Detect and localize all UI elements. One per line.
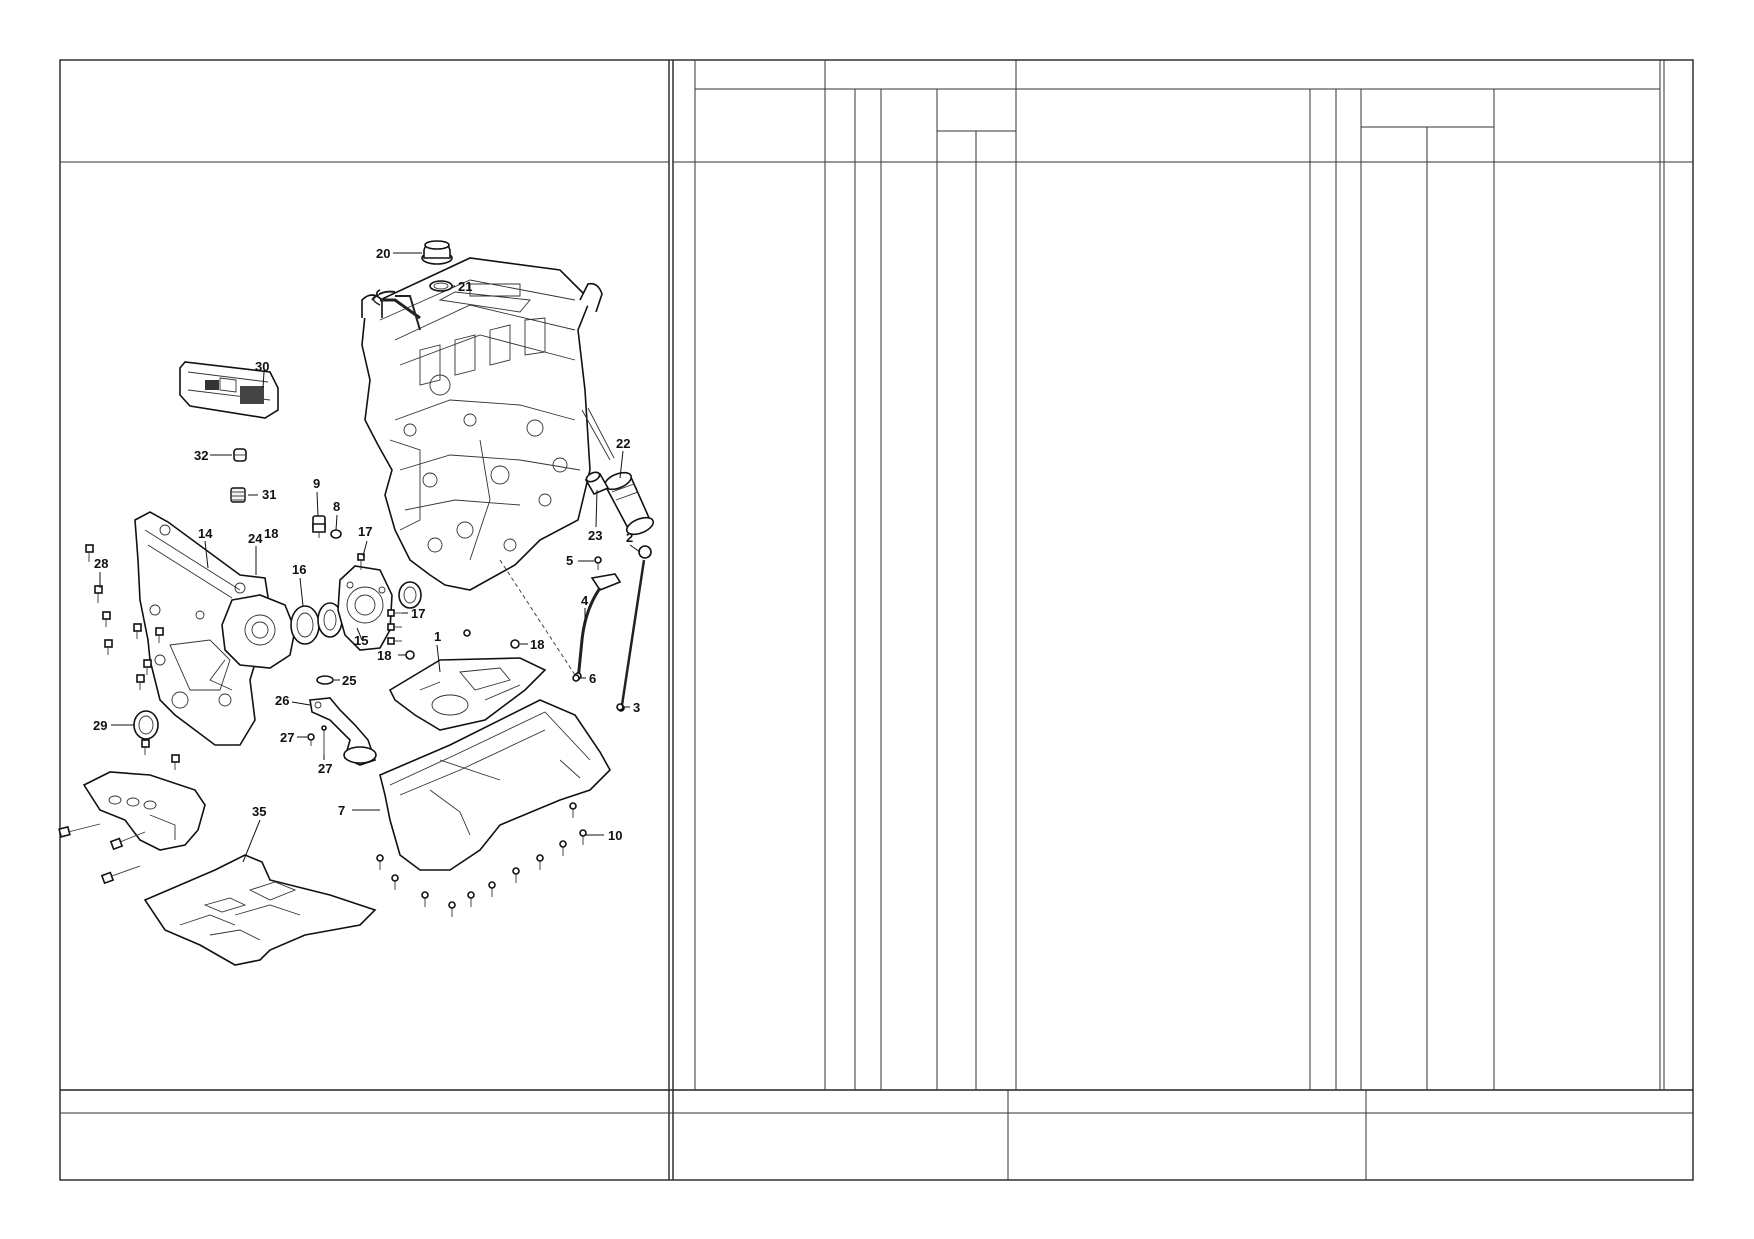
callout-29: 29 xyxy=(93,718,107,733)
callout-27-lower: 27 xyxy=(318,761,332,776)
timing-cover-bolts xyxy=(85,544,180,770)
parts-list-table xyxy=(673,60,1693,1090)
callout-7: 7 xyxy=(338,803,345,818)
sheet-frame xyxy=(59,59,1694,1181)
callout-26: 26 xyxy=(275,693,289,708)
callout-17-top: 17 xyxy=(358,524,372,539)
bolt-27a xyxy=(307,733,315,746)
dipstick-tube xyxy=(574,573,622,681)
sensor-9 xyxy=(312,515,326,538)
callout-20: 20 xyxy=(376,246,390,261)
callout-18-left: 18 xyxy=(377,648,391,663)
oil-pan-bolts xyxy=(376,802,587,917)
engine-exploded-view: 20 21 30 22 32 31 9 8 23 2 14 24 18 17 5… xyxy=(58,240,655,966)
dipstick xyxy=(617,545,652,712)
callout-30: 30 xyxy=(255,359,269,374)
oil-strainer xyxy=(309,697,377,766)
o-ring-25 xyxy=(316,675,334,685)
bolt-27b xyxy=(321,725,327,755)
callout-3: 3 xyxy=(633,700,640,715)
oil-pump-rotor xyxy=(290,602,343,645)
bolt-18-top xyxy=(463,629,471,637)
bolt-18-left xyxy=(405,650,415,660)
callout-22: 22 xyxy=(616,436,630,451)
callout-2: 2 xyxy=(626,530,633,545)
threaded-plug-31 xyxy=(230,487,246,503)
callout-35: 35 xyxy=(252,804,266,819)
callout-27-left: 27 xyxy=(280,730,294,745)
callout-labels: 20 21 30 22 32 31 9 8 23 2 14 24 18 17 5… xyxy=(93,246,640,843)
callout-31: 31 xyxy=(262,487,276,502)
front-crank-seal xyxy=(133,710,159,740)
callout-25: 25 xyxy=(342,673,356,688)
oil-filler-cap xyxy=(421,240,453,265)
oil-filter-adapter xyxy=(584,471,610,496)
timing-cover xyxy=(134,511,271,746)
callout-10: 10 xyxy=(608,828,622,843)
oil-pan xyxy=(379,699,611,871)
oil-baffle-plate xyxy=(388,657,547,731)
oil-filter xyxy=(603,471,655,536)
callout-9: 9 xyxy=(313,476,320,491)
callout-32: 32 xyxy=(194,448,208,463)
callout-leaders xyxy=(99,252,641,863)
callout-17-lower: 17 xyxy=(411,606,425,621)
callout-1: 1 xyxy=(434,629,441,644)
callout-24: 24 xyxy=(248,531,263,546)
bolt-17a xyxy=(357,553,365,570)
callout-5: 5 xyxy=(566,553,573,568)
callout-18-right: 18 xyxy=(530,637,544,652)
engine-mount-bracket xyxy=(58,771,206,885)
callout-8: 8 xyxy=(333,499,340,514)
callout-16: 16 xyxy=(292,562,306,577)
bolt-18-right xyxy=(510,639,520,649)
callout-15: 15 xyxy=(354,633,368,648)
callout-21: 21 xyxy=(458,279,472,294)
under-cover xyxy=(143,854,377,966)
bolt-17b xyxy=(387,609,402,645)
callout-4: 4 xyxy=(581,593,589,608)
callout-6: 6 xyxy=(589,671,596,686)
seal-6 xyxy=(572,674,580,682)
washer-8 xyxy=(330,529,342,539)
seal-3 xyxy=(616,703,624,711)
rear-seal-housing xyxy=(337,565,393,651)
callout-23: 23 xyxy=(588,528,602,543)
oil-pump-housing xyxy=(209,594,296,691)
crankshaft-seal xyxy=(398,581,422,609)
electronic-module xyxy=(179,361,279,419)
callout-28: 28 xyxy=(94,556,108,571)
oil-filler-o-ring xyxy=(429,280,453,292)
bolt-5 xyxy=(594,556,602,570)
callout-14: 14 xyxy=(198,526,213,541)
engine-block xyxy=(361,257,615,676)
plug-32 xyxy=(233,448,247,462)
callout-18-top: 18 xyxy=(264,526,278,541)
